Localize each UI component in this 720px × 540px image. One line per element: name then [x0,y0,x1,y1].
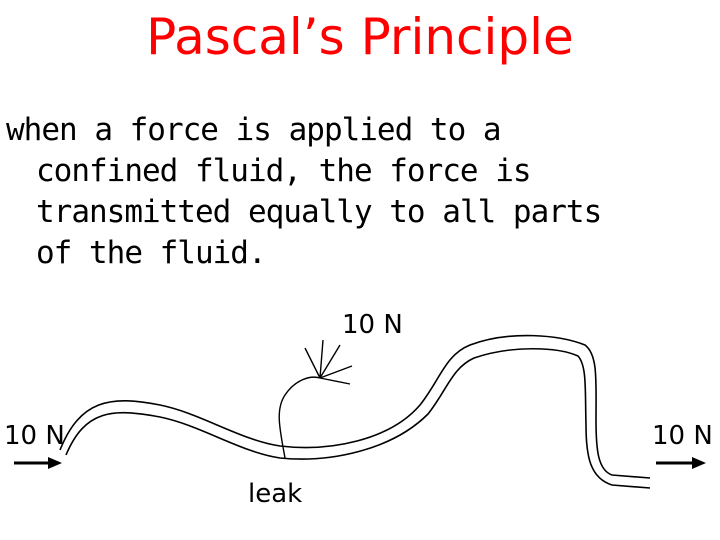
pipe-outer-wall [59,334,651,479]
definition-text: when a force is applied to a confined fl… [6,110,706,274]
definition-line-4: of the fluid. [36,235,267,271]
force-label-top: 10 N [342,310,403,340]
leak-stream [278,376,321,459]
force-arrow-left [14,457,62,469]
force-label-left: 10 N [4,421,65,451]
slide-title: Pascal’s Principle [146,8,574,66]
force-arrow-right [656,457,706,469]
leak-splash [304,339,353,385]
force-label-right: 10 N [652,421,713,451]
pipe-inner-wall [65,348,651,489]
leak-label: leak [248,479,302,509]
definition-line-1: when a force is applied to a [6,112,502,148]
definition-line-3: transmitted equally to all parts [36,194,602,230]
definition-line-2: confined fluid, the force is [36,153,532,189]
